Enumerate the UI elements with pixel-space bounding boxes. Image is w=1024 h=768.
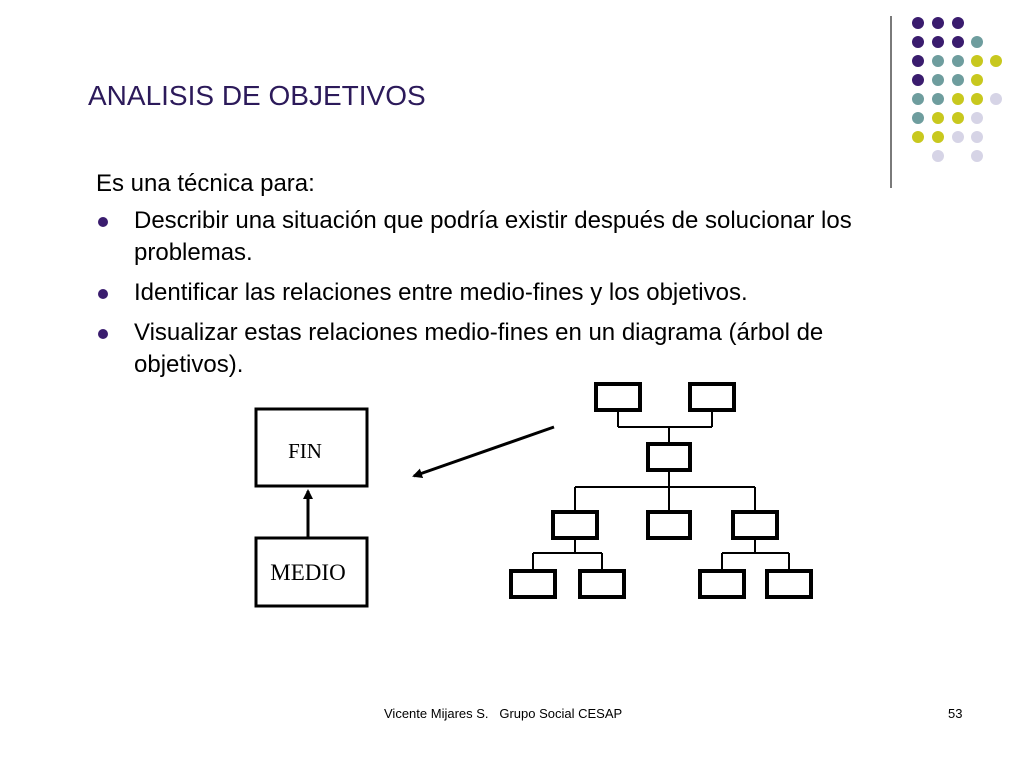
bullet-text: Visualizar estas relaciones medio-fines … xyxy=(134,319,824,378)
tree-box-leaf-4 xyxy=(765,569,813,599)
dot xyxy=(932,131,944,143)
bullet-icon xyxy=(98,289,108,299)
intro-text: Es una técnica para: xyxy=(96,170,315,197)
dot xyxy=(971,36,983,48)
fin-label: FIN xyxy=(288,439,322,463)
medio-box xyxy=(254,536,369,608)
dot xyxy=(971,55,983,67)
bullet-text: Describir una situación que podría exist… xyxy=(134,207,852,266)
title-divider-line xyxy=(890,16,892,188)
dot xyxy=(912,36,924,48)
dot xyxy=(952,55,964,67)
dot xyxy=(932,150,944,162)
bullet-list: Describir una situación que podría exist… xyxy=(96,205,926,389)
bullet-item: Visualizar estas relaciones medio-fines … xyxy=(96,317,926,381)
dot xyxy=(952,17,964,29)
fin-box xyxy=(254,407,369,488)
dot xyxy=(912,93,924,105)
dot xyxy=(990,55,1002,67)
dot xyxy=(952,36,964,48)
dot xyxy=(952,93,964,105)
dot xyxy=(912,55,924,67)
medio-label: MEDIO xyxy=(270,560,345,585)
dot xyxy=(932,112,944,124)
dot xyxy=(952,74,964,86)
dot xyxy=(932,74,944,86)
bullet-icon xyxy=(98,217,108,227)
bullet-text: Identificar las relaciones entre medio-f… xyxy=(134,279,748,306)
dot xyxy=(932,17,944,29)
tree-box-leaf-1 xyxy=(509,569,557,599)
dot xyxy=(932,55,944,67)
tree-box-level3-center xyxy=(646,510,692,540)
dot xyxy=(912,112,924,124)
dot xyxy=(971,112,983,124)
dot xyxy=(912,131,924,143)
dot xyxy=(990,93,1002,105)
dot xyxy=(952,131,964,143)
slide-title: ANALISIS DE OBJETIVOS xyxy=(88,80,426,111)
dot xyxy=(952,112,964,124)
dot xyxy=(932,36,944,48)
tree-box-leaf-2 xyxy=(578,569,626,599)
tree-box-level3-left xyxy=(551,510,599,540)
dot xyxy=(971,150,983,162)
dot xyxy=(971,74,983,86)
tree-pointer-arrow xyxy=(412,425,555,479)
dot xyxy=(912,17,924,29)
footer-author: Vicente Mijares S. Grupo Social CESAP xyxy=(384,706,623,721)
dot xyxy=(971,93,983,105)
tree-box-middle xyxy=(646,442,692,472)
tree-box-level3-right xyxy=(731,510,779,540)
dot xyxy=(971,131,983,143)
bullet-item: Identificar las relaciones entre medio-f… xyxy=(96,277,926,309)
bullet-item: Describir una situación que podría exist… xyxy=(96,205,926,269)
page-number: 53 xyxy=(948,706,963,721)
dot xyxy=(912,74,924,86)
bullet-icon xyxy=(98,329,108,339)
dot xyxy=(932,93,944,105)
tree-box-leaf-3 xyxy=(698,569,746,599)
